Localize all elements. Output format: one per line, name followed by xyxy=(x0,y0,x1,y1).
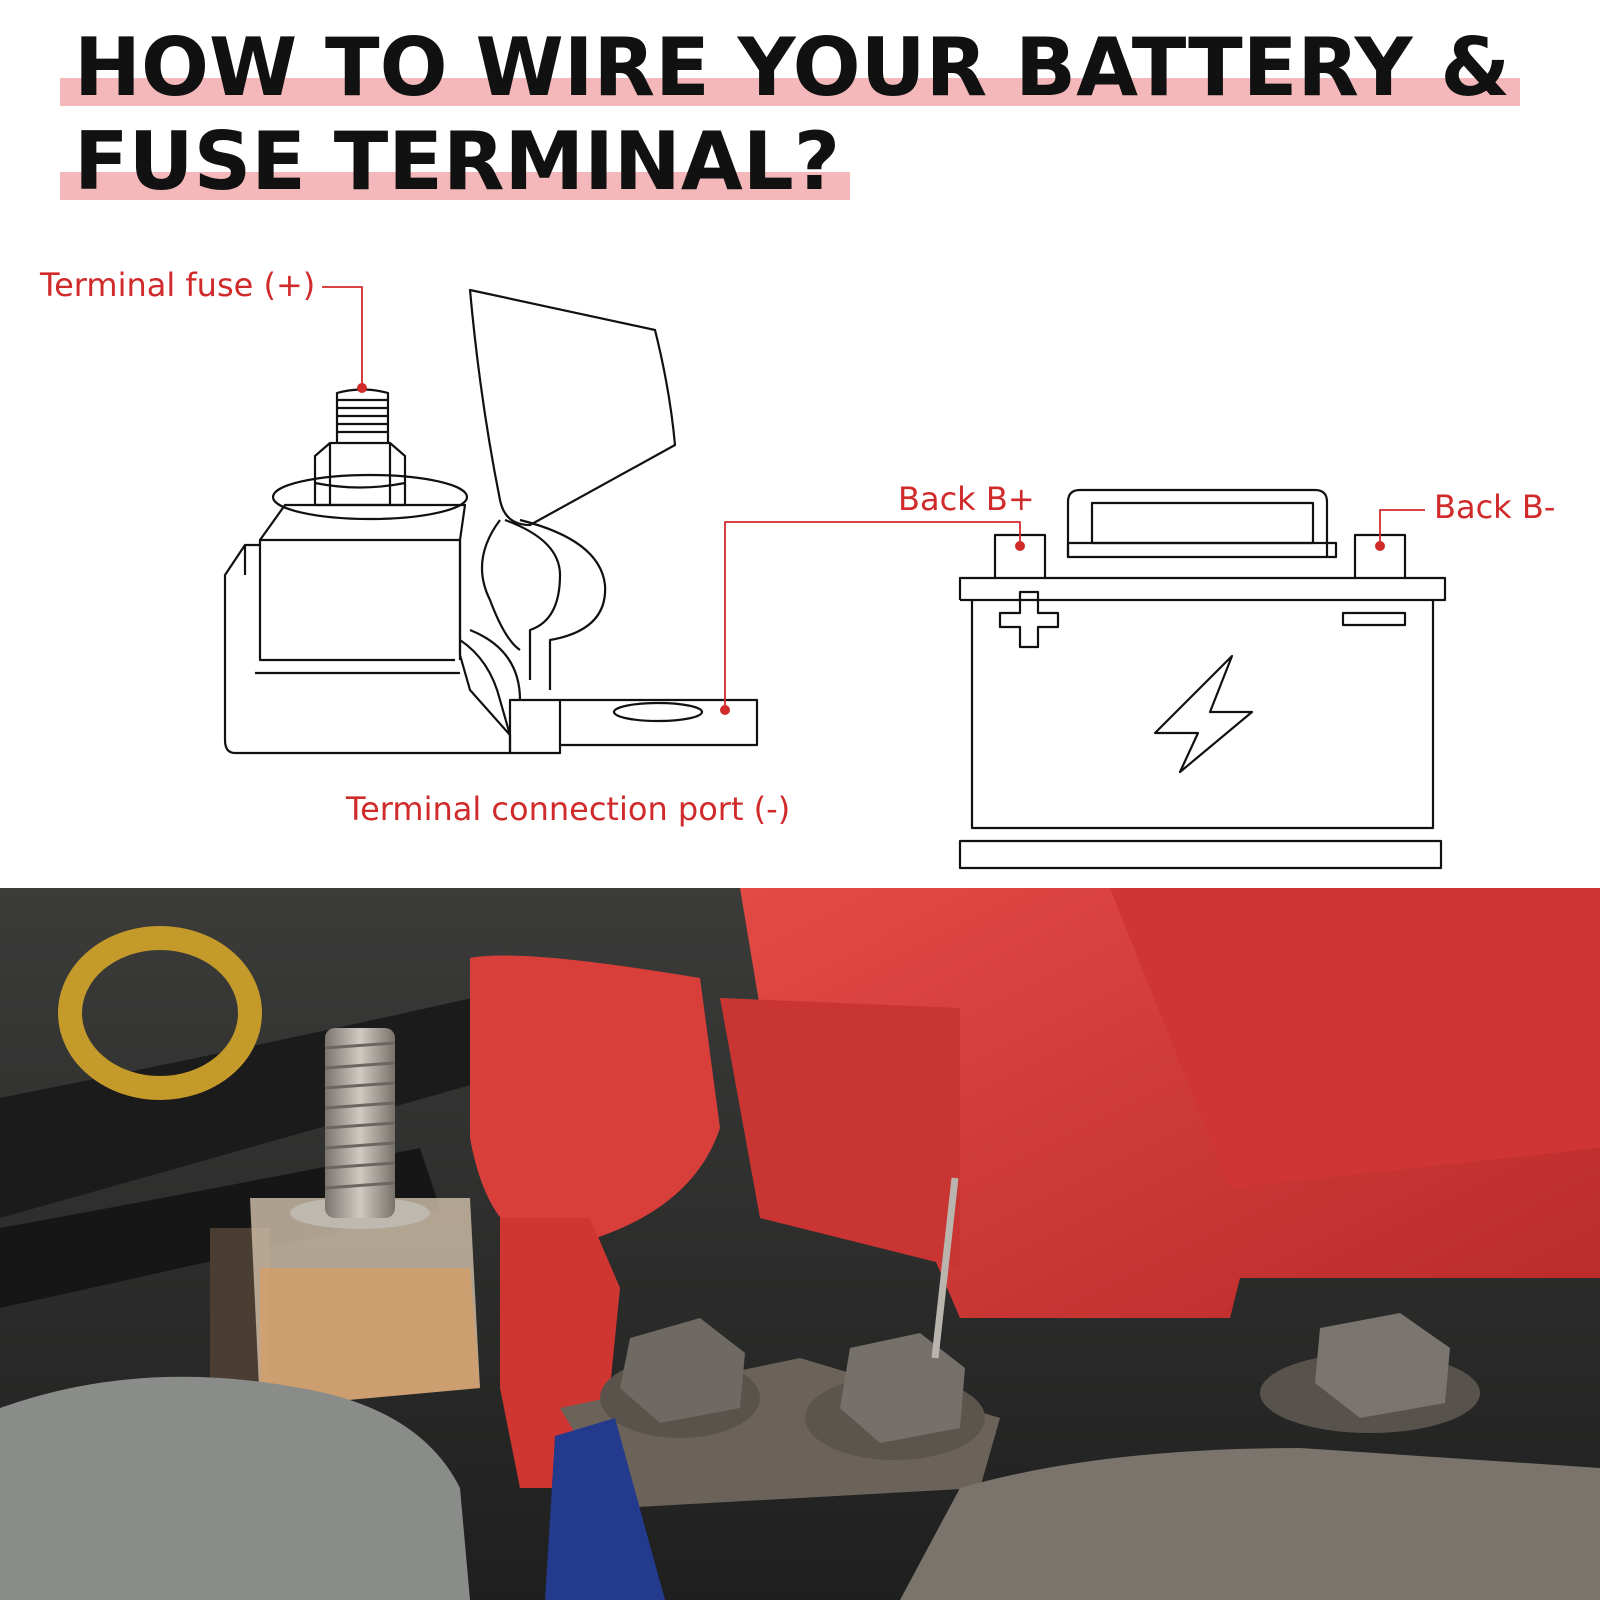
battery-icon xyxy=(958,488,1447,870)
title-highlight xyxy=(60,172,851,200)
label-back-b-minus: Back B- xyxy=(1434,488,1556,526)
label-back-b-plus: Back B+ xyxy=(898,480,1035,518)
label-terminal-connection-port: Terminal connection port (-) xyxy=(346,790,791,828)
installed-terminal-photo xyxy=(0,888,1600,1600)
fuse-terminal-drawing xyxy=(223,288,759,755)
plus-icon xyxy=(998,590,1060,649)
lightning-bolt-icon xyxy=(1153,654,1254,774)
label-terminal-fuse: Terminal fuse (+) xyxy=(40,266,316,304)
title-highlight xyxy=(60,78,1521,106)
leader-lines xyxy=(322,286,1425,710)
page-title-line-1: HOW TO WIRE YOUR BATTERY & xyxy=(60,28,1521,108)
minus-icon xyxy=(1341,611,1407,627)
page-title-line-2: FUSE TERMINAL? xyxy=(60,122,851,202)
wiring-diagram xyxy=(223,286,1447,870)
